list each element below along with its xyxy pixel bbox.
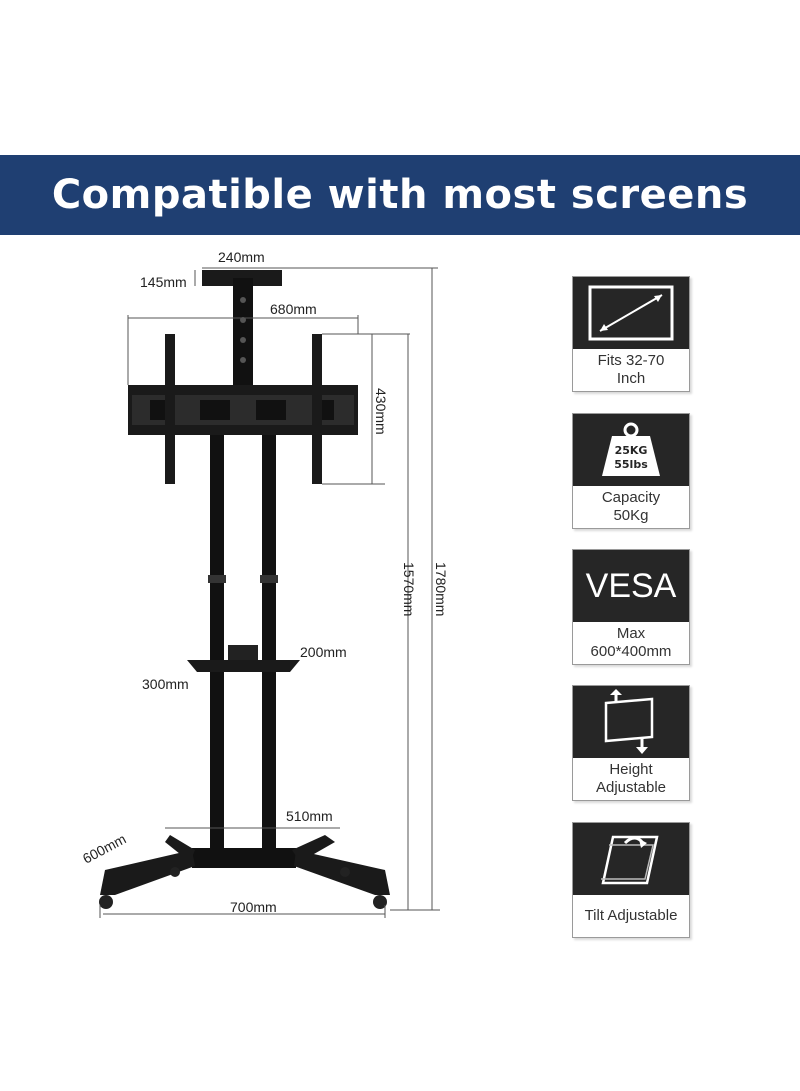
dim-base-width: 700mm — [230, 899, 277, 915]
tilt-icon — [601, 835, 659, 885]
right-pole — [262, 435, 276, 855]
feature-screen-size: Fits 32-70 Inch — [572, 276, 690, 392]
feature-line: Height — [609, 761, 653, 778]
dim-top-tray-width: 240mm — [218, 249, 265, 265]
feature-line: Tilt Adjustable — [584, 907, 678, 924]
dim-base-inner-width: 510mm — [286, 808, 333, 824]
banner-title: Compatible with most screens — [51, 172, 749, 218]
feature-line: Inch — [616, 370, 646, 387]
vesa-icon: VESA — [585, 566, 677, 605]
feature-line: Adjustable — [595, 779, 667, 796]
screen-size-icon — [588, 285, 674, 341]
wheeled-base — [99, 835, 390, 909]
feature-line: 50Kg — [613, 507, 649, 524]
feature-line: 600*400mm — [590, 643, 672, 660]
feature-line: Fits 32-70 — [597, 352, 665, 369]
weight-lbs-label: 55lbs — [614, 458, 648, 471]
height-adjust-icon — [604, 689, 654, 754]
dim-shelf-depth: 200mm — [300, 644, 347, 660]
middle-shelf — [187, 645, 300, 672]
feature-capacity: 25KG 55lbs Capacity 50Kg — [572, 413, 690, 529]
title-banner: Compatible with most screens — [0, 155, 800, 235]
weight-icon: 25KG 55lbs — [602, 422, 660, 476]
dim-mount-top-height: 1570mm — [401, 562, 417, 616]
dim-shelf-width: 300mm — [142, 676, 189, 692]
feature-height-adjust: Height Adjustable — [572, 685, 690, 801]
weight-kg-label: 25KG — [615, 444, 648, 457]
tv-stand-diagram: 240mm 145mm 680mm 430mm 1570mm 1780mm 20… — [80, 249, 449, 918]
dim-mount-height: 430mm — [373, 388, 389, 435]
feature-line: Capacity — [601, 489, 661, 506]
left-pole — [210, 435, 224, 855]
dim-top-tray-depth: 145mm — [140, 274, 187, 290]
feature-tilt: Tilt Adjustable — [572, 822, 690, 938]
feature-line: Max — [616, 625, 646, 642]
feature-vesa: VESA Max 600*400mm — [572, 549, 690, 665]
dim-total-height: 1780mm — [433, 562, 449, 616]
dim-mount-width: 680mm — [270, 301, 317, 317]
dim-base-depth: 600mm — [80, 831, 129, 867]
